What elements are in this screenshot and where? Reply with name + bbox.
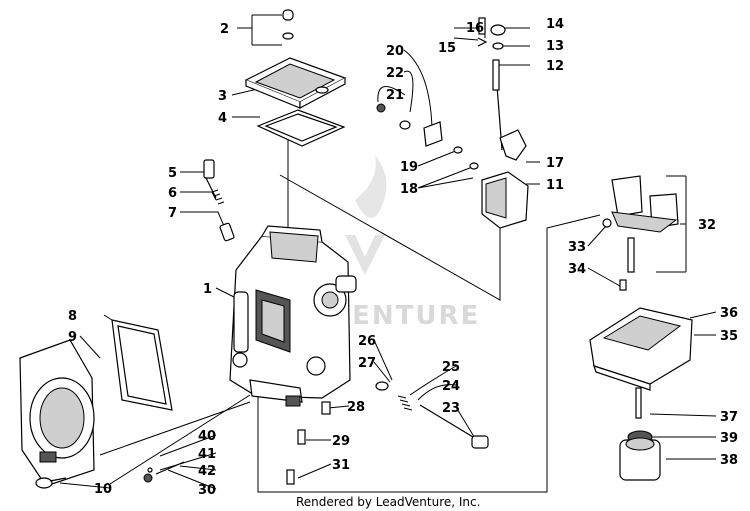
callout-26: 26 (358, 334, 376, 349)
callout-42: 42 (198, 464, 216, 479)
callout-13: 13 (546, 39, 564, 54)
callout-39: 39 (720, 431, 738, 446)
callout-5: 5 (168, 166, 177, 181)
credit-text: Rendered by LeadVenture, Inc. (296, 495, 480, 509)
watermark-text: VENTURE (330, 301, 480, 331)
callout-4: 4 (218, 111, 227, 126)
part-8-gasket (111, 319, 173, 411)
callout-23: 23 (442, 401, 460, 416)
watermark: VENTURE (330, 155, 480, 331)
callout-7: 7 (168, 206, 177, 221)
part-28-31-screws (286, 401, 331, 485)
part-2-screw-washer (282, 9, 294, 40)
callout-25: 25 (442, 360, 460, 375)
callout-40: 40 (198, 429, 216, 444)
callout-1: 1 (203, 282, 212, 297)
callout-2: 2 (220, 22, 229, 37)
part-32-float (602, 175, 679, 291)
callout-27: 27 (358, 356, 376, 371)
part-15-16-screw (477, 17, 488, 47)
callout-34: 34 (568, 262, 586, 277)
callout-31: 31 (332, 458, 350, 473)
part-12-needle (492, 59, 503, 151)
callout-11: 11 (546, 178, 564, 193)
alignment-lines (99, 135, 601, 493)
callout-24: 24 (442, 379, 460, 394)
callout-20: 20 (386, 44, 404, 59)
callout-10: 10 (94, 482, 112, 497)
callout-18: 18 (400, 182, 418, 197)
callout-8: 8 (68, 309, 77, 324)
callout-28: 28 (347, 400, 365, 415)
callout-37: 37 (720, 410, 738, 425)
callout-36: 36 (720, 306, 738, 321)
callout-35: 35 (720, 329, 738, 344)
callout-21: 21 (386, 88, 404, 103)
callout-38: 38 (720, 453, 738, 468)
callout-29: 29 (332, 434, 350, 449)
part-37-39-plug (619, 387, 661, 481)
part-23-27-idle-screw (375, 381, 489, 449)
part-9-air-adapter (19, 339, 95, 487)
part-5-7-screw-spring (203, 159, 235, 242)
callout-19: 19 (400, 160, 418, 175)
callout-15: 15 (438, 41, 456, 56)
part-13-14-clip (490, 24, 506, 50)
part-1-carburetor-body (229, 225, 357, 407)
part-11-throttle-valve (481, 171, 529, 229)
callout-labels: 2 3 4 5 6 7 1 8 9 10 16 15 14 13 12 20 2… (68, 17, 738, 498)
part-35-36-float-bowl (589, 307, 693, 391)
callout-12: 12 (546, 59, 564, 74)
callout-17: 17 (546, 156, 564, 171)
part-30-40-42-fitting (143, 461, 185, 483)
callout-3: 3 (218, 89, 227, 104)
leader-lines (59, 14, 717, 490)
part-3-cover (244, 57, 347, 109)
callout-33: 33 (568, 240, 586, 255)
part-18-22-washers (376, 103, 479, 170)
callout-6: 6 (168, 186, 177, 201)
part-17-link-plate (499, 129, 527, 161)
callout-22: 22 (386, 66, 404, 81)
callout-41: 41 (198, 447, 216, 462)
callout-30: 30 (198, 483, 216, 498)
callout-14: 14 (546, 17, 564, 32)
part-4-gasket (256, 109, 346, 147)
callout-16: 16 (466, 21, 484, 36)
callout-32: 32 (698, 218, 716, 233)
part-10-screw (35, 477, 67, 489)
callout-9: 9 (68, 330, 77, 345)
